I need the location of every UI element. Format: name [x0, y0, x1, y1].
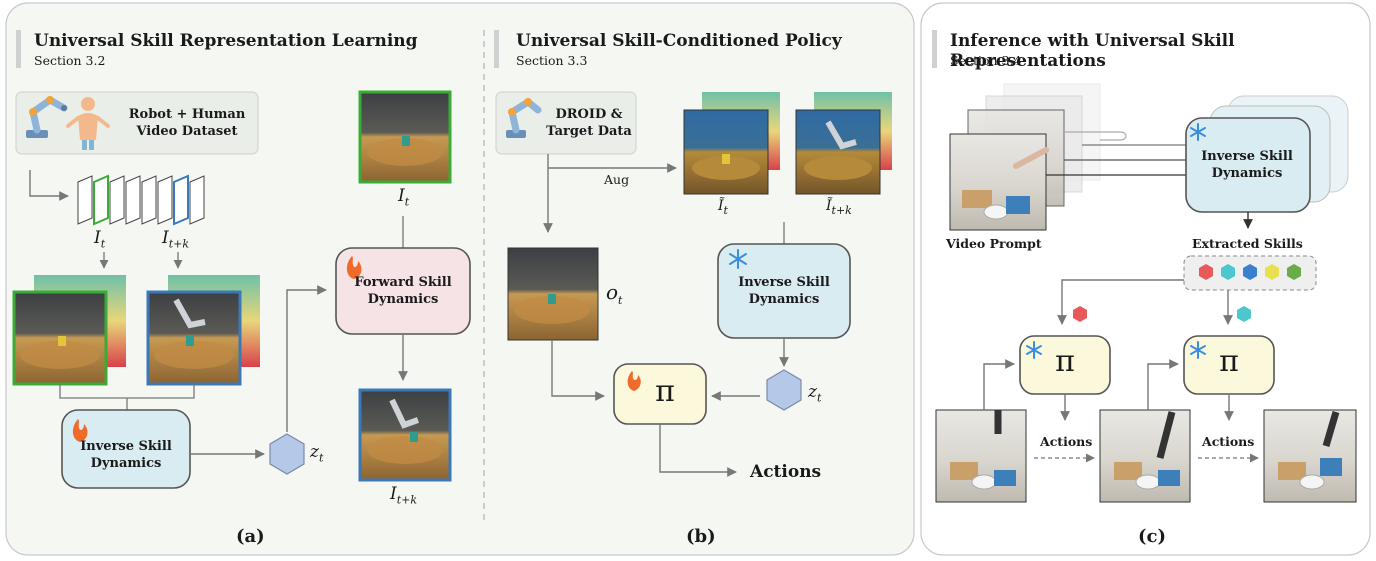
fire-icon [346, 256, 362, 279]
skill-token-1 [1199, 264, 1213, 280]
policy-symbol-b: π [655, 374, 675, 409]
inverse-skill-dynamics-a [61, 409, 191, 489]
dataset-box [15, 91, 259, 155]
inverse-label-c: Inverse Skill Dynamics [1201, 149, 1293, 181]
aug-label-itk: Ĩt+k [826, 198, 852, 217]
panel-a-title: Universal Skill Representation Learning [34, 31, 418, 51]
panel-b-section: Section 3.3 [516, 53, 588, 68]
augmented-image-itk [795, 109, 881, 195]
skill-token-2 [1221, 264, 1235, 280]
human-icon [66, 97, 110, 150]
actions-label-b: Actions [750, 462, 822, 482]
forward-label: Forward Skill Dynamics [354, 275, 452, 307]
panel-c-letter: (c) [1138, 526, 1166, 547]
policy-symbol-c2: π [1219, 344, 1239, 379]
video-frames-strip [77, 174, 205, 226]
skill-token-4 [1265, 264, 1279, 280]
fire-icon [627, 371, 641, 391]
skill-latent-hexagon-b [766, 369, 802, 411]
aug-label: Aug [604, 172, 630, 187]
panel-b-title: Universal Skill-Conditioned Policy [516, 31, 842, 51]
forward-predicted-image [358, 388, 452, 482]
augmented-image-it [683, 109, 769, 195]
robot-arm-icon [506, 97, 542, 138]
skill-token-3 [1243, 264, 1257, 280]
top-image-label: It [398, 186, 410, 209]
panel-c-section: Section 3.4 [950, 53, 1022, 68]
robot-arm-icon [26, 95, 68, 138]
frame-label-itk: It+k [162, 228, 190, 251]
actions-label-c2: Actions [1202, 434, 1255, 449]
snowflake-icon [1190, 123, 1206, 141]
extracted-skills-label: Extracted Skills [1192, 236, 1303, 251]
z-label-b: zt [808, 382, 822, 405]
panel-a-letter: (a) [236, 526, 265, 547]
panel-b-letter: (b) [686, 526, 716, 547]
skill-latent-hexagon-a [269, 433, 305, 475]
obs-label: ot [606, 280, 623, 307]
snowflake-icon [1190, 341, 1206, 359]
rollout-image-1 [935, 409, 1027, 503]
video-prompt-label: Video Prompt [946, 236, 1042, 251]
snowflake-icon [729, 249, 747, 269]
panel-a-section: Section 3.2 [34, 53, 106, 68]
inverse-label-a: Inverse Skill Dynamics [80, 439, 172, 471]
z-label-a: zt [310, 442, 324, 465]
actions-label-c1: Actions [1040, 434, 1093, 449]
dataset-label: Robot + Human Video Dataset [128, 107, 246, 139]
frame-label-it: It [94, 228, 106, 251]
skill-token-5 [1287, 264, 1301, 280]
fire-icon [72, 419, 88, 442]
panel-c-title: Inference with Universal Skill Represent… [950, 31, 1235, 71]
snowflake-icon [1026, 341, 1042, 359]
droid-label: DROID & Target Data [546, 107, 632, 139]
aug-label-it: Ĩt [718, 198, 728, 217]
inverse-label-b: Inverse Skill Dynamics [738, 275, 830, 307]
policy-symbol-c1: π [1055, 344, 1075, 379]
bottom-image-label: It+k [390, 484, 418, 507]
